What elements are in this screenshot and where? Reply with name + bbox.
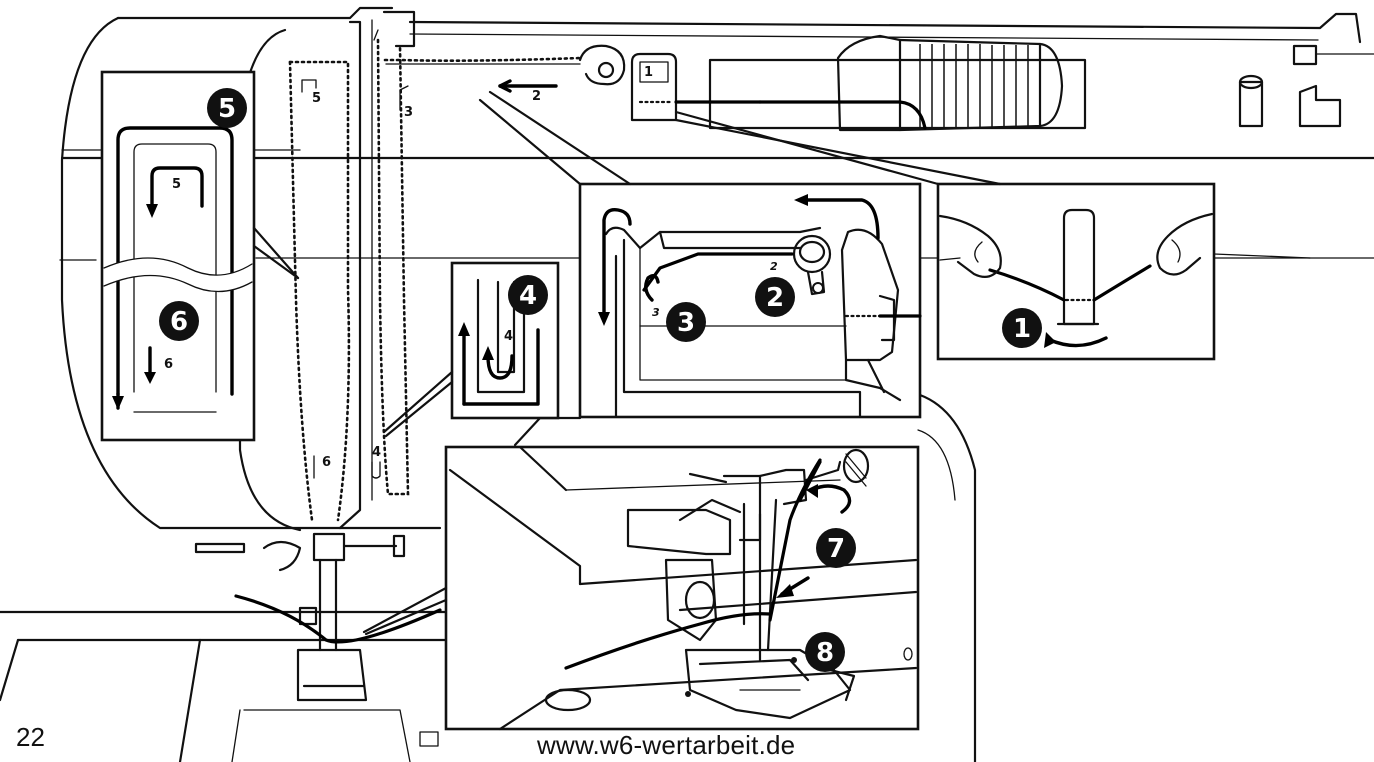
inset-needle-threading	[446, 447, 918, 729]
svg-text:8: 8	[816, 638, 834, 668]
svg-text:4: 4	[519, 281, 537, 311]
svg-text:5: 5	[218, 94, 236, 124]
step-badge-8: 8	[805, 632, 845, 672]
step-5-small-label: 5	[312, 91, 321, 106]
step-2-small-label: 2	[532, 89, 541, 104]
svg-text:4: 4	[504, 329, 513, 344]
page-number: 22	[16, 722, 45, 753]
svg-text:3: 3	[677, 308, 695, 338]
step-badge-6: 6	[159, 301, 199, 341]
step-4-small-label: 4	[372, 445, 381, 460]
svg-text:7: 7	[827, 534, 845, 564]
svg-text:1: 1	[644, 65, 653, 80]
step-badge-1: 1	[1002, 308, 1042, 348]
svg-text:6: 6	[170, 307, 188, 337]
svg-text:3: 3	[652, 306, 660, 319]
thread-spool-icon	[710, 36, 1085, 130]
step-badge-7: 7	[816, 528, 856, 568]
svg-text:6: 6	[164, 357, 173, 372]
step-badge-4: 4	[508, 275, 548, 315]
step-badge-5: 5	[207, 88, 247, 128]
top-thread-guides: 1	[384, 12, 760, 120]
svg-text:1: 1	[1013, 314, 1031, 344]
svg-text:2: 2	[766, 283, 784, 313]
step-badge-2: 2	[755, 277, 795, 317]
inset-thread-guide-1	[938, 184, 1310, 359]
svg-text:2: 2	[770, 260, 778, 273]
inset-tension-guide: 2 3	[580, 184, 920, 417]
step-6-small-label: 6	[322, 455, 331, 470]
website-url: www.w6-wertarbeit.de	[537, 730, 795, 761]
step-3-small-label: 3	[404, 105, 413, 120]
svg-text:5: 5	[172, 177, 181, 192]
step-badge-3: 3	[666, 302, 706, 342]
